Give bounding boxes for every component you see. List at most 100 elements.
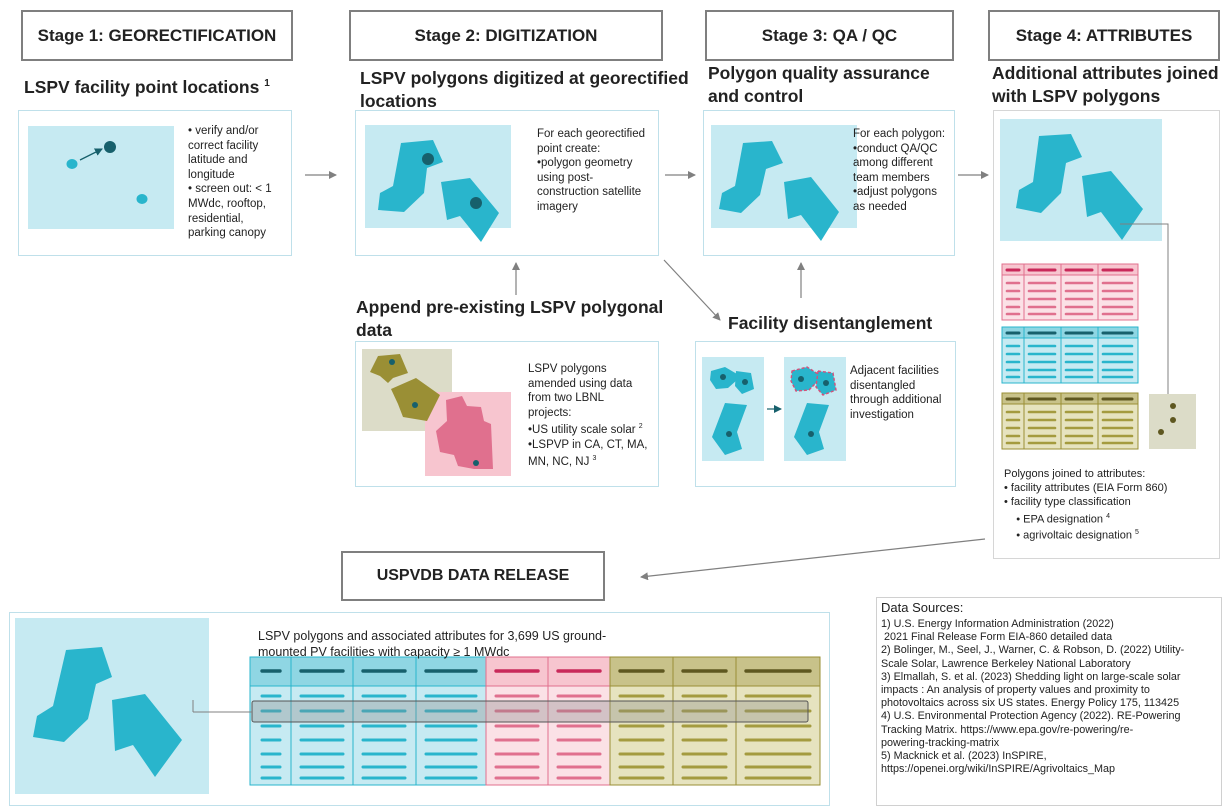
olive-points-map [1149, 394, 1196, 449]
footnote-3: 3 [592, 455, 597, 463]
stage-2-text: For each georectified point create: •pol… [537, 127, 645, 215]
stage-2-subtitle-line: LSPV polygons digitized at georectified [360, 68, 689, 88]
text-line: MN, NC, NJ 3 [528, 452, 648, 469]
stage-1-map [28, 126, 174, 229]
corrected-point-dark [104, 141, 116, 153]
polygon-shape [719, 141, 783, 213]
text-line: residential, [188, 212, 244, 225]
stage-1-title: Stage 1: GEORECTIFICATION [37, 25, 277, 45]
text-line: point create: [537, 142, 601, 155]
stage-3-box: Stage 3: QA / QC [705, 10, 954, 61]
data-sources-title: Data Sources: [881, 600, 964, 615]
disentangle-text: Adjacent facilities disentangled through… [850, 364, 941, 422]
footnote-2: 2 [638, 423, 643, 431]
source-line: Tracking Matrix. https://www.epa.gov/re-… [881, 723, 1134, 736]
flow-arrows [305, 171, 989, 581]
stage-2-subtitle-line: locations [360, 91, 437, 111]
append-title-line: Append pre-existing LSPV polygonal [356, 297, 664, 317]
text-line: For each georectified [537, 128, 646, 140]
text-line: latitude and [188, 154, 248, 167]
correction-arrow [79, 148, 103, 161]
text-line: using post- [537, 171, 594, 184]
text-segment: •US utility scale solar [528, 424, 636, 437]
text-line: disentangled [850, 379, 916, 392]
text-line: Adjacent facilities [850, 365, 939, 377]
append-text: LSPV polygons amended using data from tw… [528, 362, 648, 470]
disentangle-title: Facility disentanglement [728, 313, 933, 333]
text-line: •conduct QA/QC [853, 142, 938, 155]
release-table [192, 656, 821, 786]
text-line: • facility attributes (EIA Form 860) [1004, 482, 1168, 495]
text-line: as needed [853, 200, 907, 213]
text-line: For each polygon: [853, 128, 946, 140]
source-line: 1) U.S. Energy Information Administratio… [881, 618, 1114, 630]
stage-4-box: Stage 4: ATTRIBUTES [988, 10, 1220, 61]
stage-1-subtitle-sup: 1 [264, 78, 270, 89]
text-line: projects: [528, 406, 572, 419]
text-line: •LSPVP in CA, CT, MA, [528, 438, 648, 451]
text-line: longitude [188, 168, 235, 181]
source-line: 2) Bolinger, M., Seel, J., Warner, C. & … [881, 644, 1185, 657]
stage-3-subtitle: Polygon quality assurance and control [708, 62, 930, 108]
screened-point [136, 194, 148, 204]
release-map [15, 618, 209, 794]
text-line: •US utility scale solar 2 [528, 420, 648, 437]
release-text: LSPV polygons and associated attributes … [258, 628, 606, 660]
stage-1-text: • verify and/or correct facility latitud… [188, 124, 272, 241]
stage-4-title: Stage 4: ATTRIBUTES [1015, 25, 1193, 45]
text-line: Polygons joined to attributes: [1004, 468, 1146, 480]
source-line: 4) U.S. Environmental Protection Agency … [881, 710, 1181, 723]
stage-3-subtitle-line: Polygon quality assurance [708, 63, 930, 83]
stage-3-subtitle-line: and control [708, 86, 804, 106]
stage-4-text: Polygons joined to attributes: • facilit… [1004, 467, 1167, 543]
text-line: •adjust polygons [853, 186, 937, 199]
text-line: parking canopy [188, 227, 266, 240]
text-line: mounted PV facilities with capacity ≥ 1 … [258, 645, 510, 659]
arrow-stage4-to-release [640, 538, 986, 581]
source-line: powering-tracking-matrix [881, 736, 1000, 749]
stage-4-subtitle-line: Additional attributes joined [992, 63, 1219, 83]
text-line: • screen out: < 1 [188, 183, 272, 196]
arrow-stage2-to-disentangle [663, 259, 721, 321]
text-line: • verify and/or [188, 125, 259, 137]
disentangle-maps [702, 357, 846, 461]
source-line: 2021 Final Release Form EIA-860 detailed… [881, 631, 1113, 644]
footnote-4: 4 [1106, 512, 1111, 520]
append-maps [362, 349, 511, 476]
text-line: correct facility [188, 139, 259, 152]
data-sources-box: Data Sources: 1) U.S. Energy Information… [876, 597, 1222, 806]
text-line: • facility type classification [1004, 496, 1131, 509]
blue-table [1001, 326, 1139, 384]
source-line: 5) Macknick et al. (2023) InSPIRE, [881, 750, 1047, 763]
stage-3-map [711, 125, 857, 241]
text-line: amended using data [528, 377, 633, 390]
polygon-shape [784, 177, 839, 241]
footnote-5: 5 [1135, 529, 1139, 537]
release-title: USPVDB DATA RELEASE [376, 567, 570, 584]
text-line: team members [853, 171, 930, 184]
stage-2-title: Stage 2: DIGITIZATION [414, 25, 598, 45]
append-title-line: data [356, 320, 392, 340]
text-line: LSPV polygons [528, 363, 607, 375]
append-title: Append pre-existing LSPV polygonal data [356, 296, 663, 342]
stage-3-text: For each polygon: •conduct QA/QC among d… [853, 127, 945, 215]
text-segment: • EPA designation [1004, 513, 1104, 526]
polygon-shape [441, 178, 499, 242]
stage-4-subtitle-line: with LSPV polygons [992, 86, 1161, 106]
source-line: https://openei.org/wiki/InSPIRE/Agrivolt… [881, 763, 1116, 776]
text-line: investigation [850, 408, 914, 421]
text-line: • EPA designation 4 [1004, 510, 1167, 527]
text-line: MWdc, rooftop, [188, 197, 266, 210]
original-point [66, 159, 78, 169]
stage-3-title: Stage 3: QA / QC [761, 25, 898, 45]
text-segment: • agrivoltaic designation [1004, 530, 1132, 543]
source-line: Scale Solar, Lawrence Berkeley National … [881, 657, 1131, 670]
text-line: among different [853, 157, 933, 170]
text-line: imagery [537, 200, 578, 213]
text-line: from two LBNL [528, 392, 605, 405]
stage-1-subtitle: LSPV facility point locations 1 [24, 72, 270, 99]
source-line: photovoltaics across six US states. Ener… [881, 697, 1180, 710]
stage-2-map [365, 125, 511, 242]
source-line: 3) Elmallah, S. et al. (2023) Shedding l… [881, 670, 1181, 683]
